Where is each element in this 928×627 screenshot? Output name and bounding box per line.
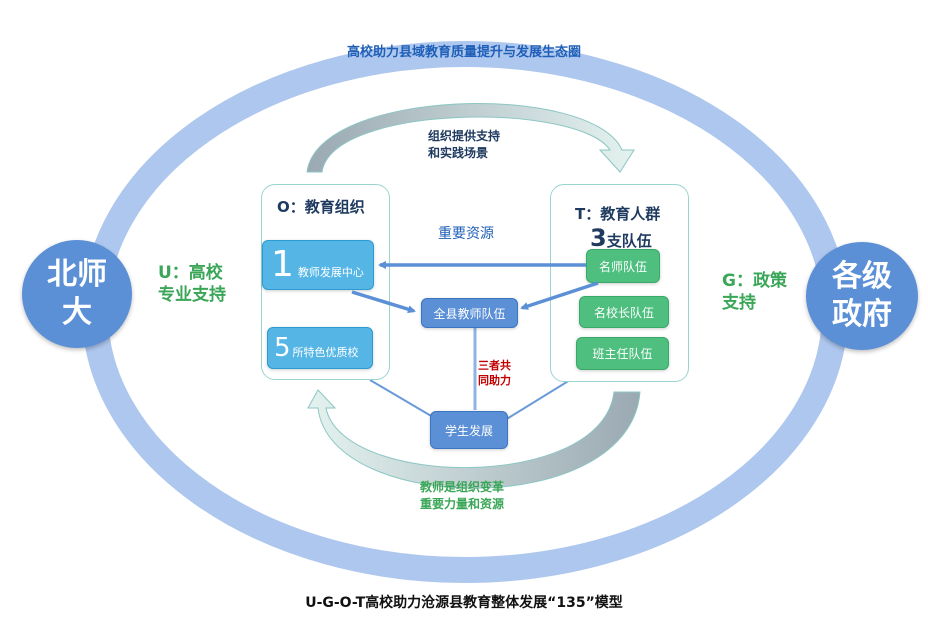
- university-label-line2: 专业支持: [158, 285, 226, 305]
- university-label-line1: U：高校: [158, 263, 223, 283]
- bottom-arrow-label: 教师是组织变革 重要力量和资源: [420, 479, 504, 513]
- arrow-people-to-county-teachers: [520, 281, 599, 310]
- featured-schools-number: 5: [274, 333, 291, 363]
- line-people-to-student: [504, 379, 571, 421]
- people-panel-subtitle: 3支队伍: [590, 224, 652, 252]
- team-count-text: 支队伍: [606, 232, 652, 250]
- student-development-box: 学生发展: [430, 411, 508, 449]
- top-arrow-label-line1: 组织提供支持: [428, 129, 501, 143]
- arrow-org-to-county-teachers: [351, 290, 416, 314]
- government-circle: 各级 政府: [806, 242, 918, 350]
- team-famous-principals: 名校长队伍: [579, 296, 669, 328]
- beishida-line2: 大: [62, 295, 92, 330]
- bottom-arrow-label-line2: 重要力量和资源: [420, 497, 505, 511]
- teacher-center-number: 1: [271, 244, 294, 285]
- teacher-development-center-box: 1 教师发展中心: [262, 240, 374, 290]
- policy-label-line2: 支持: [722, 293, 756, 313]
- teacher-center-text: 教师发展中心: [297, 266, 364, 279]
- team-count-number: 3: [590, 224, 607, 252]
- university-support-label: U：高校 专业支持: [158, 262, 226, 306]
- team-famous-teachers: 名师队伍: [586, 249, 660, 283]
- county-teachers-box: 全县教师队伍: [421, 298, 518, 328]
- beishida-circle: 北师 大: [22, 240, 132, 348]
- resource-label: 重要资源: [438, 226, 494, 242]
- beishida-line1: 北师: [47, 257, 107, 292]
- top-arrow-label-line2: 和实践场景: [428, 146, 489, 160]
- government-line1: 各级: [832, 259, 892, 294]
- ring-title: 高校助力县域教育质量提升与发展生态圈: [346, 45, 581, 60]
- three-label-line2: 同助力: [478, 374, 511, 387]
- figure-caption: U-G-O-T高校助力沧源县教育整体发展“135”模型: [305, 595, 623, 611]
- policy-support-label: G：政策 支持: [722, 270, 787, 314]
- people-panel-title: T：教育人群: [575, 205, 661, 223]
- three-together-label: 三者共 同助力: [478, 358, 511, 388]
- featured-schools-box: 5 所特色优质校: [267, 327, 373, 369]
- government-line2: 政府: [832, 297, 892, 332]
- three-label-line1: 三者共: [478, 359, 511, 372]
- bottom-arrow-label-line1: 教师是组织变革: [420, 480, 505, 494]
- featured-schools-text: 所特色优质校: [292, 346, 359, 359]
- policy-label-line1: G：政策: [722, 271, 787, 291]
- team-class-teachers: 班主任队伍: [576, 337, 669, 370]
- line-org-to-student: [369, 379, 439, 421]
- organization-panel-title: O：教育组织: [277, 198, 365, 216]
- top-curved-arrow: [306, 103, 635, 173]
- top-arrow-label: 组织提供支持 和实践场景: [428, 128, 500, 162]
- bottom-curved-arrow: [307, 389, 641, 489]
